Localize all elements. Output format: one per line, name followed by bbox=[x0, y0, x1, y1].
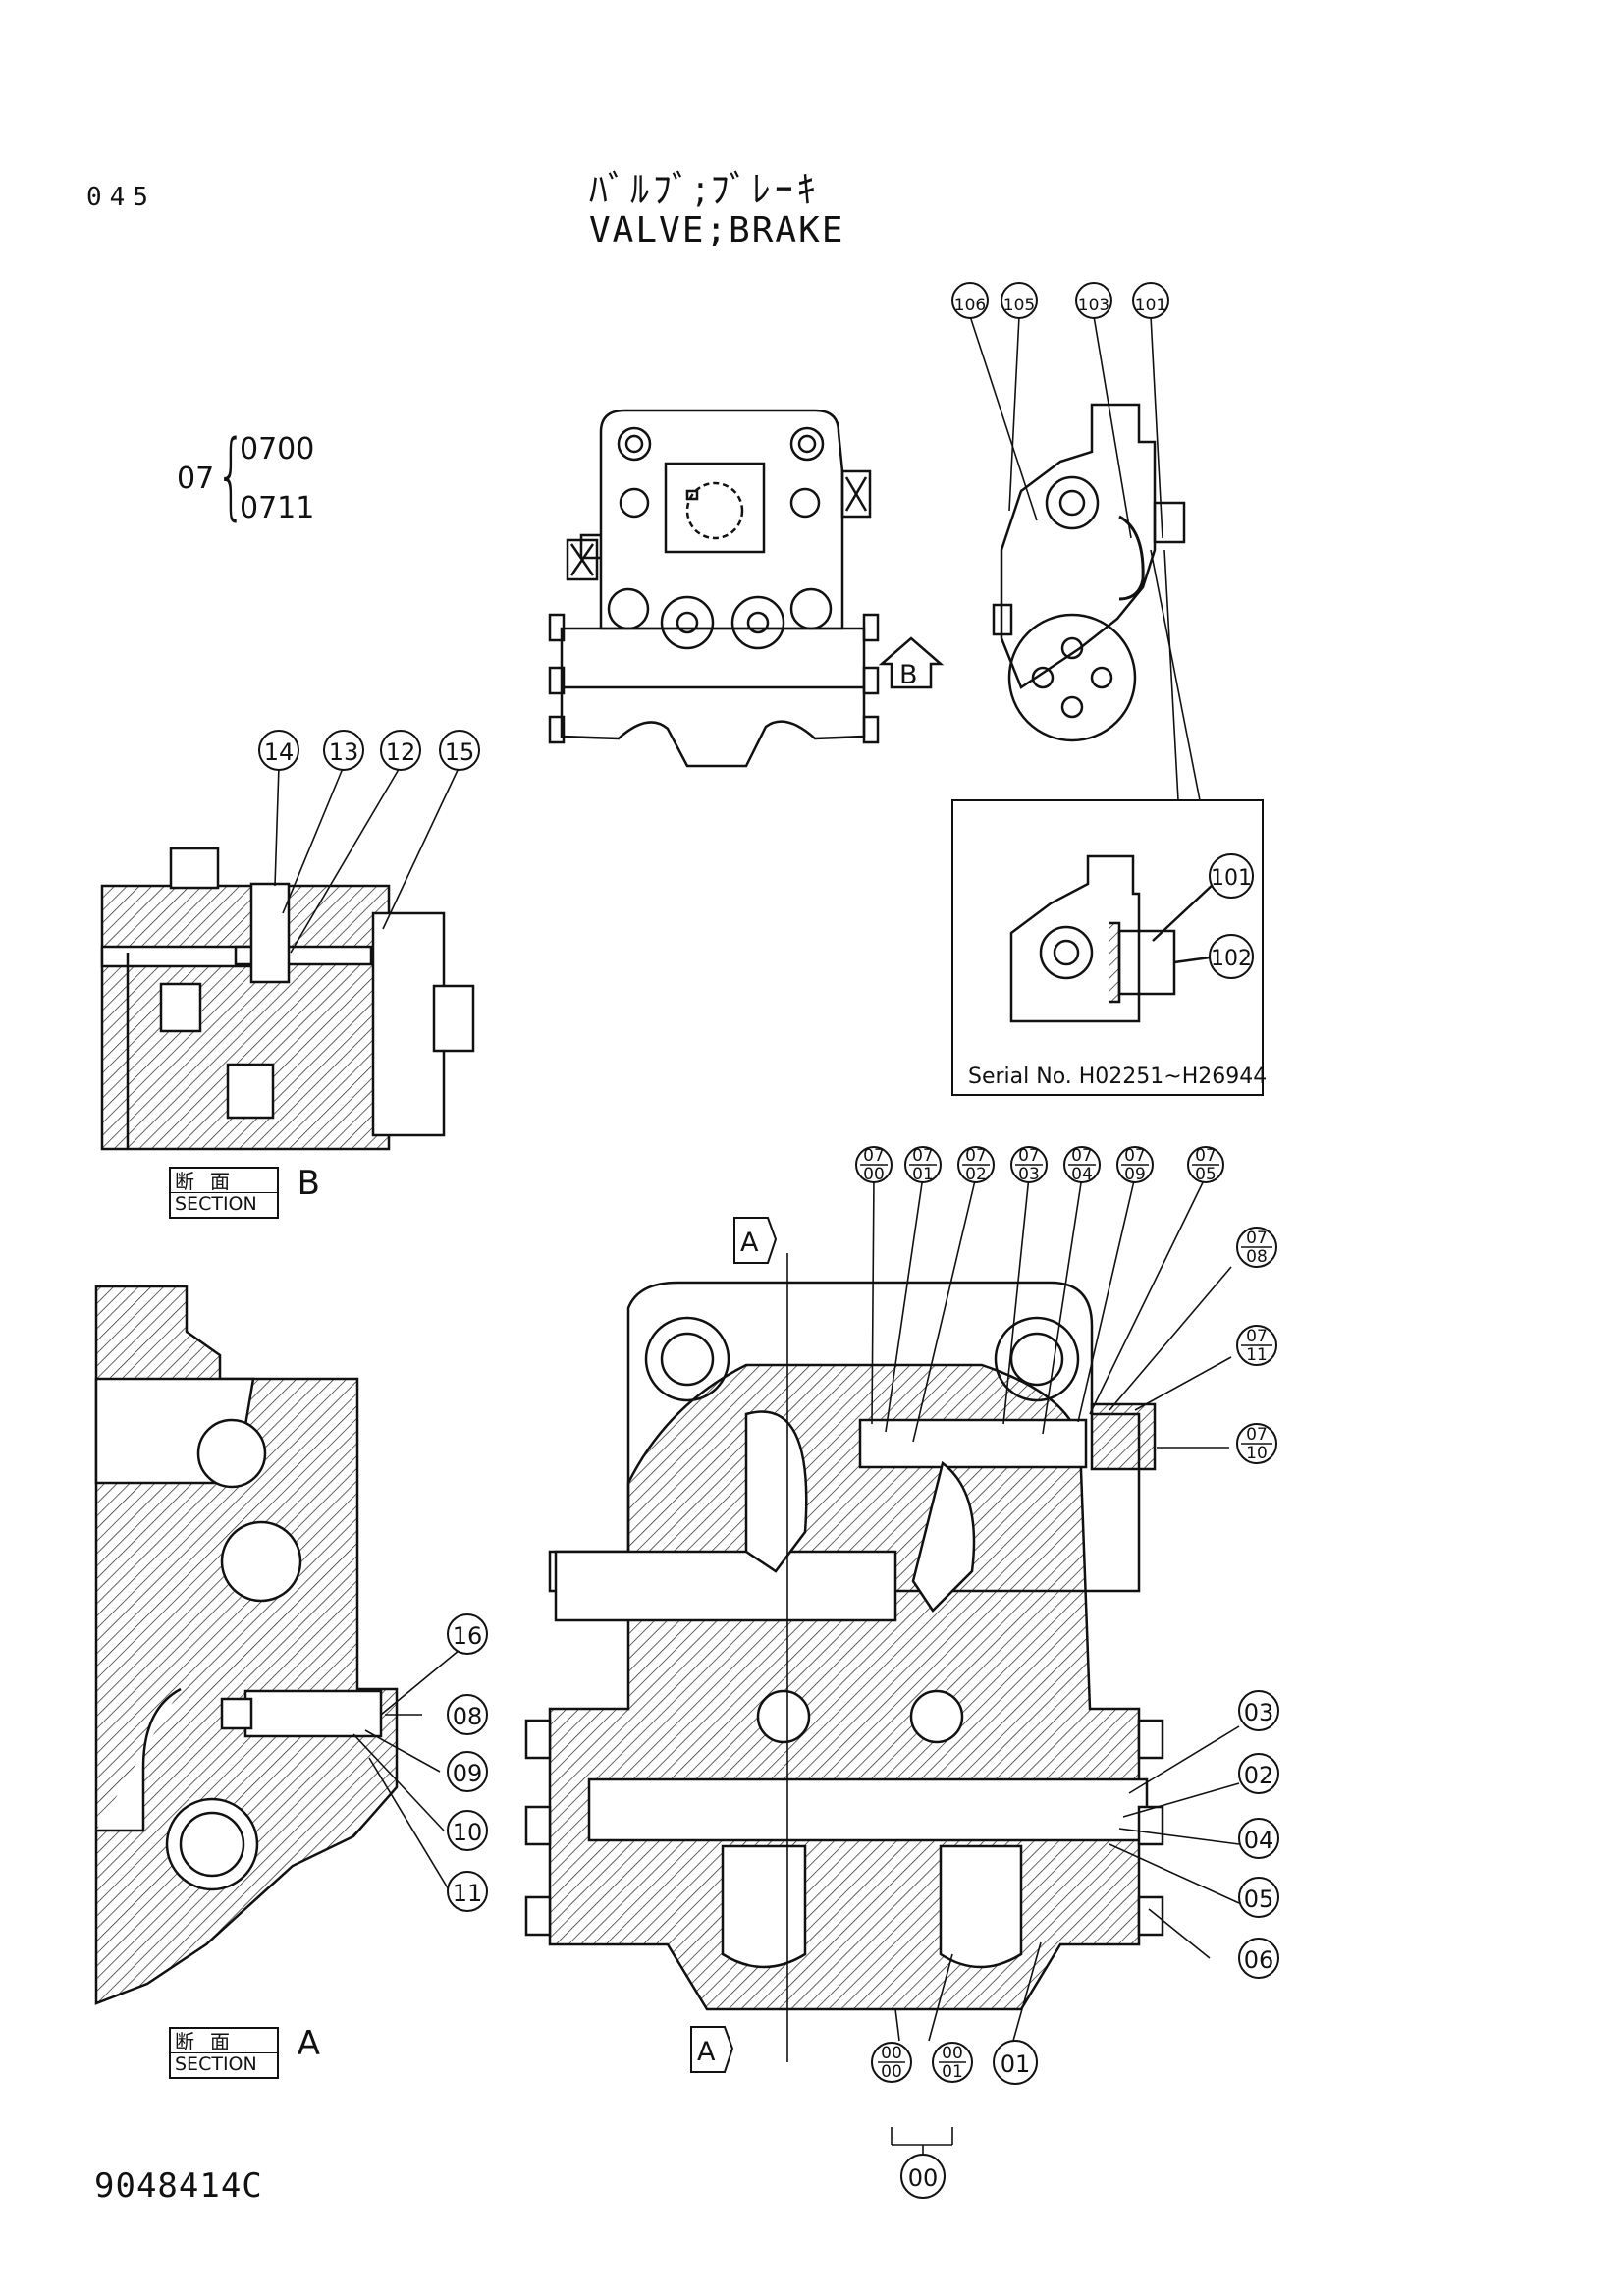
section-b-drawing bbox=[100, 847, 475, 1151]
callout-103: 103 bbox=[1078, 296, 1109, 315]
main-section-drawing bbox=[524, 1281, 1164, 2011]
serial-inset-box bbox=[951, 799, 1264, 1096]
frac-0703-bottom: 03 bbox=[1018, 1165, 1040, 1184]
callout-106: 106 bbox=[954, 296, 986, 315]
a-view-arrow-bottom bbox=[690, 2026, 734, 2073]
frac-0705-bottom: 05 bbox=[1195, 1165, 1217, 1184]
section-b-en: SECTION bbox=[175, 1193, 257, 1215]
callout-12: 12 bbox=[386, 738, 416, 766]
callout-inset-101: 101 bbox=[1211, 866, 1252, 891]
a-view-letter-bottom: A bbox=[697, 2037, 716, 2067]
frac-0705-top: 07 bbox=[1195, 1146, 1217, 1166]
page-number: 045 bbox=[86, 183, 156, 212]
frac-0709-bottom: 09 bbox=[1124, 1165, 1146, 1184]
callout-13: 13 bbox=[329, 738, 359, 766]
callout-04: 04 bbox=[1244, 1827, 1274, 1854]
callout-00: 00 bbox=[908, 2164, 939, 2192]
section-b-letter: B bbox=[297, 1164, 320, 1203]
group-id: 07 bbox=[177, 462, 215, 496]
frac-0709-top: 07 bbox=[1124, 1146, 1146, 1166]
title-english: VALVE;BRAKE bbox=[589, 210, 845, 250]
a-view-letter-top: A bbox=[740, 1228, 759, 1258]
frac-0708-top: 07 bbox=[1246, 1229, 1268, 1248]
callout-03: 03 bbox=[1244, 1699, 1274, 1726]
callout-01: 01 bbox=[1001, 2050, 1031, 2078]
section-a-leaders bbox=[352, 1649, 460, 1892]
callout-inset-102: 102 bbox=[1211, 947, 1252, 971]
frac-0704-top: 07 bbox=[1071, 1146, 1093, 1166]
a-view-arrow-top bbox=[733, 1217, 778, 1264]
frac-0711-top: 07 bbox=[1246, 1327, 1268, 1346]
frac-0711-bottom: 11 bbox=[1246, 1345, 1268, 1365]
callout-101: 101 bbox=[1135, 296, 1166, 315]
group-brace: { bbox=[216, 420, 246, 530]
frac-0710-bottom: 10 bbox=[1246, 1444, 1268, 1463]
frac-0000-top: 00 bbox=[881, 2044, 902, 2063]
callout-09: 09 bbox=[453, 1760, 483, 1787]
serial-note: Serial No. H02251~H26944 bbox=[968, 1065, 1267, 1089]
section-a-jp: 断面 bbox=[171, 2029, 277, 2053]
fraction-bars bbox=[860, 1164, 1272, 2063]
valve-side-view bbox=[992, 403, 1186, 742]
callout-02: 02 bbox=[1244, 1762, 1274, 1789]
frac-0702-top: 07 bbox=[965, 1146, 987, 1166]
b-view-letter: B bbox=[899, 660, 918, 690]
frac-0701-bottom: 01 bbox=[912, 1165, 934, 1184]
callout-16: 16 bbox=[453, 1622, 483, 1650]
callout-10: 10 bbox=[453, 1819, 483, 1846]
frac-0001-bottom: 01 bbox=[942, 2062, 963, 2082]
valve-front-view bbox=[548, 409, 945, 768]
frac-0704-bottom: 04 bbox=[1071, 1165, 1093, 1184]
inset-drawing bbox=[1009, 854, 1215, 1023]
section-b-jp: 断面 bbox=[171, 1169, 277, 1193]
frac-0703-top: 07 bbox=[1018, 1146, 1040, 1166]
section-b-leaders bbox=[274, 765, 460, 954]
section-b-label: 断面 SECTION B bbox=[169, 1167, 320, 1219]
title-japanese: ﾊﾞﾙﾌﾞ;ﾌﾞﾚｰｷ bbox=[589, 168, 820, 211]
callout-105: 105 bbox=[1003, 296, 1035, 315]
callout-11: 11 bbox=[453, 1880, 483, 1907]
frac-0702-bottom: 02 bbox=[965, 1165, 987, 1184]
frac-0700-bottom: 00 bbox=[863, 1165, 885, 1184]
callout-08: 08 bbox=[453, 1703, 483, 1730]
main-leaders bbox=[786, 1175, 1240, 2157]
frac-0708-bottom: 08 bbox=[1246, 1247, 1268, 1267]
callout-15: 15 bbox=[445, 738, 475, 766]
document-number: 9048414C bbox=[94, 2166, 263, 2206]
frac-0710-top: 07 bbox=[1246, 1425, 1268, 1445]
section-a-label: 断面 SECTION A bbox=[169, 2027, 320, 2079]
callout-05: 05 bbox=[1244, 1886, 1274, 1913]
callout-14: 14 bbox=[264, 738, 295, 766]
side-view-leaders bbox=[969, 315, 1201, 801]
group-code-2: 0711 bbox=[240, 491, 315, 525]
callout-06: 06 bbox=[1244, 1946, 1274, 1974]
frac-0001-top: 00 bbox=[942, 2044, 963, 2063]
frac-0000-bottom: 00 bbox=[881, 2062, 902, 2082]
frac-0700-top: 07 bbox=[863, 1146, 885, 1166]
group-code-1: 0700 bbox=[240, 432, 315, 466]
section-a-letter: A bbox=[297, 2024, 320, 2063]
section-a-en: SECTION bbox=[175, 2053, 257, 2075]
section-a-drawing bbox=[94, 1285, 399, 2005]
frac-0701-top: 07 bbox=[912, 1146, 934, 1166]
